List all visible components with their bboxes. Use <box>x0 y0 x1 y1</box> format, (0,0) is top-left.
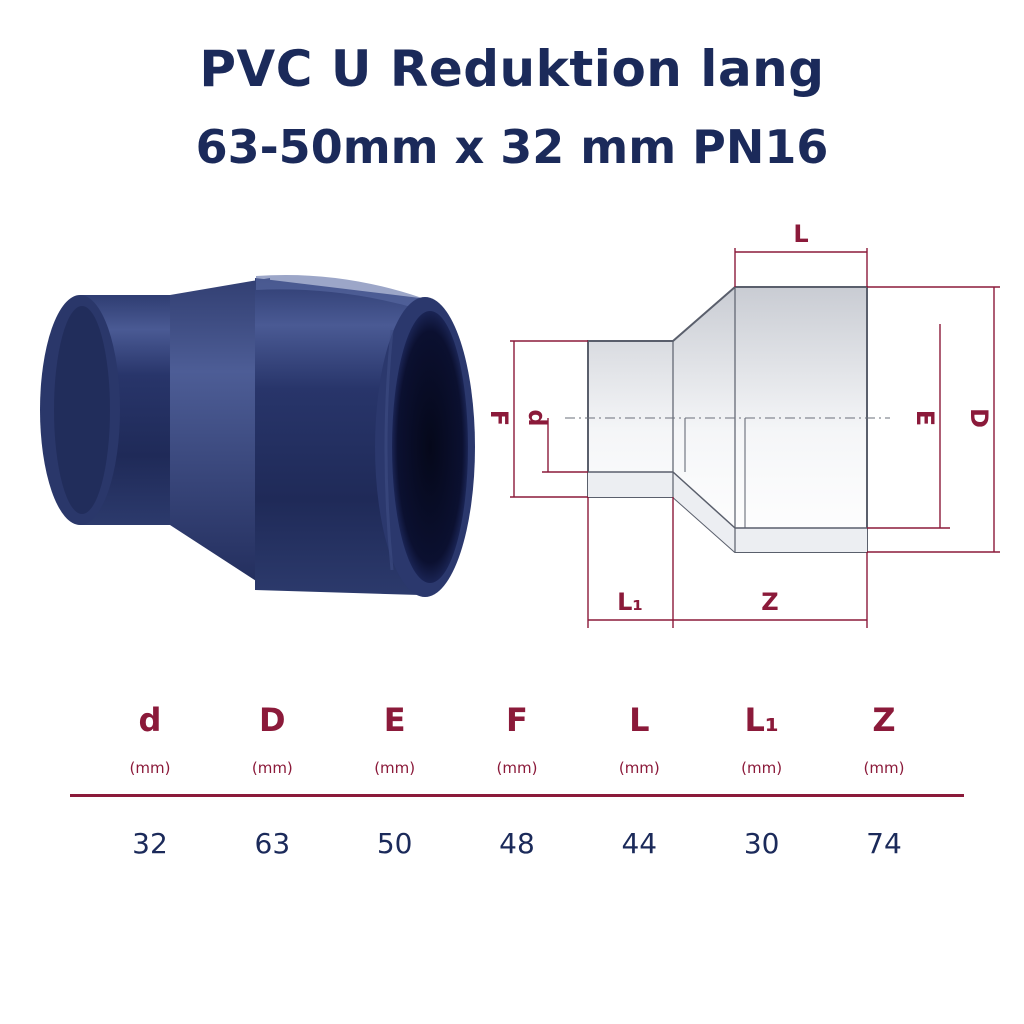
dim-label-d: d <box>523 409 551 426</box>
column-header-D: D (mm) <box>251 701 293 777</box>
column-header-E: E (mm) <box>374 701 416 777</box>
table-header: d (mm) D (mm) E (mm) F (mm) L (mm) L₁ (m… <box>70 700 964 780</box>
table-cell-F: 48 <box>499 827 535 860</box>
dim-label-E: E <box>911 410 939 426</box>
column-header-L: L (mm) <box>618 701 660 777</box>
table-cell-D: 63 <box>254 827 291 860</box>
column-header-L1: L₁ (mm) <box>741 701 783 777</box>
table-divider <box>70 794 964 797</box>
table-cell-E: 50 <box>376 827 413 860</box>
dim-label-Z: Z <box>761 588 778 616</box>
technical-drawing: L F d E D L₁ Z <box>485 220 1000 628</box>
table-cell-Z: 74 <box>866 827 902 860</box>
table-cell-L1: 30 <box>743 827 780 860</box>
dim-label-F: F <box>485 410 513 426</box>
page-subtitle: 63-50mm x 32 mm PN16 <box>195 120 829 174</box>
dimension-table: d (mm) D (mm) E (mm) F (mm) L (mm) L₁ (m… <box>70 700 964 860</box>
column-header-F: F (mm) <box>496 701 538 777</box>
table-cell-d: 32 <box>132 827 168 860</box>
page-title: PVC U Reduktion lang <box>199 40 825 98</box>
product-photo <box>40 274 475 597</box>
table-row: 32 63 50 48 44 30 74 <box>70 827 964 860</box>
fitting-outline <box>587 286 868 553</box>
dim-label-L: L <box>793 220 808 248</box>
dim-label-L1: L₁ <box>617 588 643 616</box>
table-cell-L: 44 <box>621 827 658 860</box>
dim-label-D: D <box>965 408 993 428</box>
column-header-d: d (mm) <box>129 701 171 777</box>
column-header-Z: Z (mm) <box>863 701 905 777</box>
